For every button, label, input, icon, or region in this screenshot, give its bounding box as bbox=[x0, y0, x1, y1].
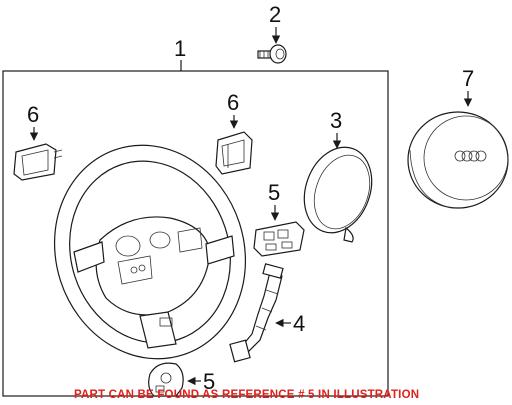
airbag-module-part bbox=[407, 111, 509, 209]
wiring-harness-part bbox=[229, 263, 284, 363]
bolt-part bbox=[257, 44, 287, 64]
switch-lower bbox=[148, 362, 184, 397]
assembly-frame bbox=[2, 70, 389, 397]
steering-wheel bbox=[53, 144, 247, 360]
callout-7: 7 bbox=[462, 66, 474, 91]
reference-note: PART CAN BE FOUND AS REFERENCE # 5 IN IL… bbox=[74, 389, 419, 401]
bezel-ring-part bbox=[303, 146, 373, 243]
callout-6-right: 6 bbox=[227, 90, 239, 115]
callout-5-lower: 5 bbox=[203, 369, 215, 394]
callout-2: 2 bbox=[269, 2, 281, 27]
callout-6-left: 6 bbox=[27, 102, 39, 127]
callout-4: 4 bbox=[293, 311, 305, 336]
control-module-right bbox=[215, 131, 253, 175]
switch-upper bbox=[253, 221, 305, 257]
callout-1: 1 bbox=[174, 36, 186, 61]
control-module-left bbox=[13, 143, 63, 181]
callout-5-upper: 5 bbox=[268, 180, 280, 205]
callout-3: 3 bbox=[330, 108, 342, 133]
audi-rings-logo bbox=[454, 150, 487, 162]
